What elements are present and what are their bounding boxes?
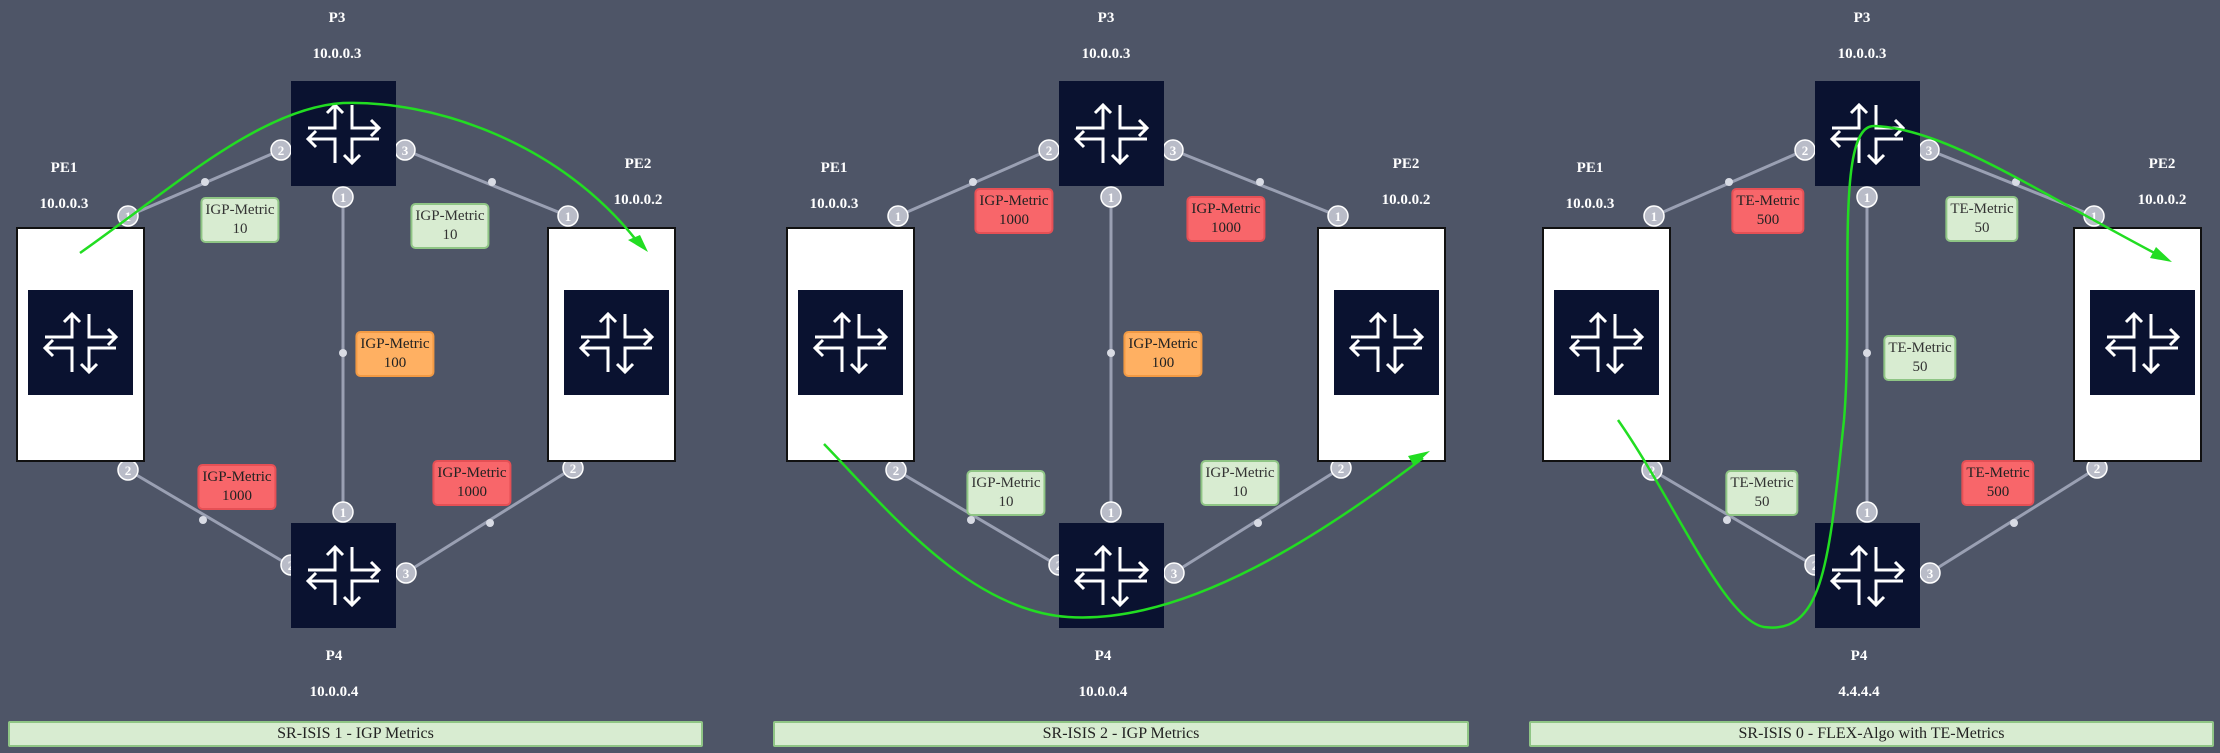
panel-caption: SR-ISIS 2 - IGP Metrics [773, 721, 1469, 747]
router-icon [1554, 290, 1659, 395]
svg-text:3: 3 [1927, 566, 1934, 581]
svg-text:1: 1 [2091, 209, 2098, 224]
link-pe1-p4 [127, 468, 290, 567]
p3-name: P3 [1853, 10, 1871, 26]
topology-links: 1 2 2 3 1 1 2 1 2 3 [16, 81, 676, 628]
router-icon [28, 290, 133, 395]
port-markers: 1 2 2 3 1 1 2 1 2 3 [117, 139, 584, 584]
path-arrow [1616, 124, 2165, 629]
svg-text:1: 1 [340, 190, 347, 205]
port-markers: 1 2 2 3 1 1 2 1 2 3 [885, 139, 1352, 584]
svg-text:2: 2 [278, 143, 285, 158]
router-icon [798, 290, 903, 395]
pe1-ip: 10.0.0.3 [1565, 196, 1615, 212]
pe1-name: PE1 [50, 160, 78, 176]
p3-router-icon[interactable] [291, 81, 396, 186]
router-icon [2090, 290, 2195, 395]
p3-name: P3 [328, 10, 346, 26]
svg-text:1: 1 [1864, 190, 1871, 205]
p4-router-icon[interactable] [291, 523, 396, 628]
pe1-ip: 10.0.0.3 [809, 196, 859, 212]
router-icon [1334, 290, 1439, 395]
p3-ip: 10.0.0.3 [1081, 46, 1131, 62]
router-icon [564, 290, 669, 395]
topology-panel-3: 1 2 2 3 1 1 2 1 2 3 [1524, 0, 2220, 753]
pe2-name: PE2 [1392, 156, 1420, 172]
p4-name: P4 [325, 648, 343, 664]
pe2-ip: 10.0.0.2 [2137, 192, 2187, 208]
svg-text:2: 2 [2094, 461, 2101, 476]
p4-name: P4 [1094, 648, 1112, 664]
svg-text:1: 1 [1108, 190, 1115, 205]
pe2-name: PE2 [624, 156, 652, 172]
panel-caption: SR-ISIS 0 - FLEX-Algo with TE-Metrics [1529, 721, 2214, 747]
svg-text:3: 3 [1170, 143, 1177, 158]
svg-text:1: 1 [895, 209, 902, 224]
p3-ip: 10.0.0.3 [1837, 46, 1887, 62]
svg-text:2: 2 [1338, 461, 1345, 476]
pe2-ip: 10.0.0.2 [613, 192, 663, 208]
topology-panel-1: 1 2 2 3 1 1 2 1 2 3 [0, 0, 740, 753]
p4-router-icon[interactable] [1059, 523, 1164, 628]
svg-text:2: 2 [125, 463, 132, 478]
port-markers: 1 2 2 3 1 1 2 1 2 3 [1641, 139, 2108, 584]
p4-ip: 4.4.4.4 [1838, 684, 1880, 700]
svg-text:1: 1 [340, 505, 347, 520]
p3-router-icon[interactable] [1815, 81, 1920, 186]
svg-text:3: 3 [402, 143, 409, 158]
svg-text:3: 3 [1926, 143, 1933, 158]
p4-ip: 10.0.0.4 [1078, 684, 1128, 700]
svg-text:2: 2 [570, 461, 577, 476]
svg-text:2: 2 [893, 463, 900, 478]
svg-text:3: 3 [403, 566, 410, 581]
pe1-ip: 10.0.0.3 [39, 196, 89, 212]
svg-text:1: 1 [1108, 505, 1115, 520]
p4-name: P4 [1850, 648, 1868, 664]
svg-text:1: 1 [125, 209, 132, 224]
svg-text:1: 1 [1651, 209, 1658, 224]
path-arrow [823, 443, 1424, 619]
svg-text:1: 1 [1864, 505, 1871, 520]
topology-panel-2: 1 2 2 3 1 1 2 1 2 3 [768, 0, 1508, 753]
p4-router-icon[interactable] [1815, 523, 1920, 628]
topology-links: 1 2 2 3 1 1 2 1 2 3 [1542, 81, 2202, 629]
svg-text:1: 1 [565, 209, 572, 224]
link-p3-pe2 [404, 148, 569, 218]
pe1-name: PE1 [820, 160, 848, 176]
p3-ip: 10.0.0.3 [312, 46, 362, 62]
pe2-ip: 10.0.0.2 [1381, 192, 1431, 208]
svg-text:2: 2 [1802, 143, 1809, 158]
path-arrow [79, 101, 641, 255]
p4-ip: 10.0.0.4 [309, 684, 359, 700]
svg-text:2: 2 [1046, 143, 1053, 158]
topology-links: 1 2 2 3 1 1 2 1 2 3 [786, 81, 1446, 628]
svg-text:1: 1 [1335, 209, 1342, 224]
p3-router-icon[interactable] [1059, 81, 1164, 186]
svg-text:3: 3 [1171, 566, 1178, 581]
panel-caption: SR-ISIS 1 - IGP Metrics [8, 721, 703, 747]
p3-name: P3 [1097, 10, 1115, 26]
pe1-name: PE1 [1576, 160, 1604, 176]
svg-text:2: 2 [1649, 463, 1656, 478]
pe2-name: PE2 [2148, 156, 2176, 172]
